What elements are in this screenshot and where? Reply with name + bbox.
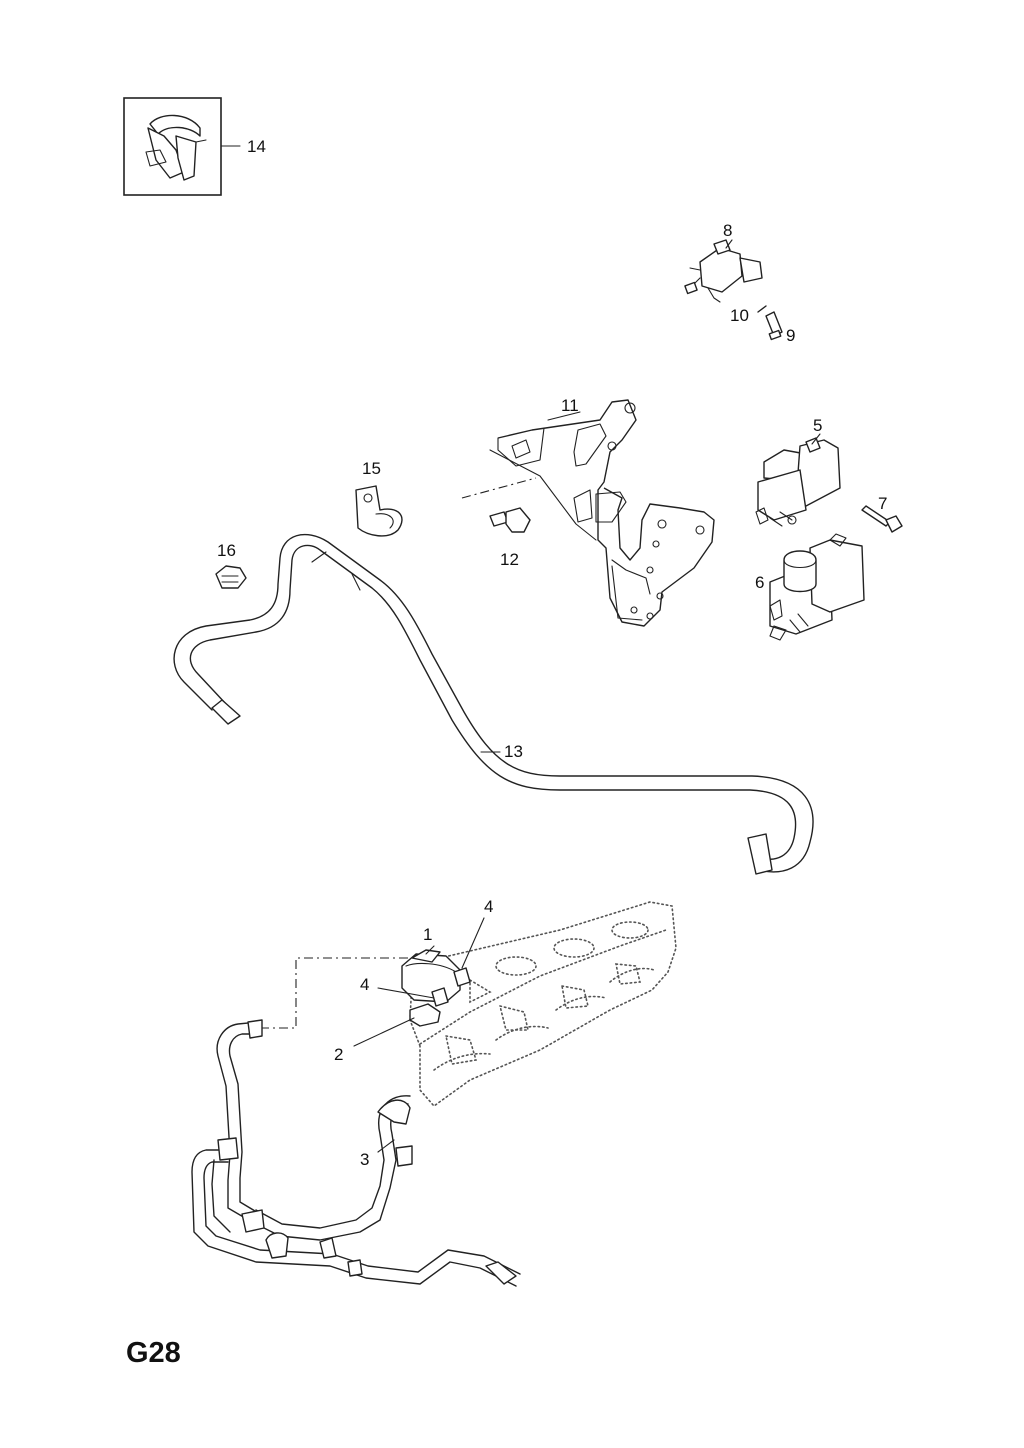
solenoid-valve-6 [769, 533, 865, 641]
screw-7 [861, 505, 903, 533]
callout-2: 2 [334, 1045, 343, 1064]
bolt-12 [489, 507, 531, 533]
solenoid-valve-8 [684, 239, 763, 303]
callout-15: 15 [362, 459, 381, 478]
solenoid-valve-5 [755, 433, 841, 527]
bolt-4-upper [453, 917, 485, 987]
callout-1: 1 [423, 925, 432, 944]
leader-4-upper [461, 917, 485, 969]
callout-11: 11 [561, 396, 579, 415]
nut-16 [215, 565, 247, 589]
callout-12: 12 [500, 550, 519, 569]
callout-4-lower: 4 [360, 975, 369, 994]
callout-13: 13 [504, 742, 523, 761]
clip-14-drawing [145, 114, 207, 181]
callout-6: 6 [755, 573, 764, 592]
washer-10 [757, 305, 767, 313]
assembly-line-12 [461, 477, 537, 499]
leader-11 [547, 411, 581, 421]
p-clip-15 [355, 485, 403, 537]
figure-code: G28 [126, 1337, 181, 1369]
egr-valve-1 [401, 945, 461, 1003]
callout-14: 14 [247, 137, 266, 156]
leader-2 [353, 1017, 415, 1047]
bolt-4-lower [377, 987, 449, 1007]
callout-10: 10 [730, 306, 749, 325]
callout-5: 5 [813, 416, 822, 435]
hose-assembly-3 [191, 1019, 521, 1287]
callout-16: 16 [217, 541, 236, 560]
callout-7: 7 [878, 494, 887, 513]
callout-9: 9 [786, 326, 795, 345]
clip-inset: 14 [123, 97, 266, 196]
leader-3 [377, 1139, 395, 1153]
vacuum-hose-13 [173, 533, 814, 875]
gasket-2 [353, 1003, 441, 1047]
callout-8: 8 [723, 221, 732, 240]
leader-4-lower [377, 987, 435, 999]
screw-9 [765, 311, 783, 341]
leader-5 [811, 433, 821, 445]
leader-8 [725, 239, 733, 249]
assembly-line-1 [262, 957, 408, 1029]
callout-3: 3 [360, 1150, 369, 1169]
callout-4-upper: 4 [484, 897, 493, 916]
intake-manifold [409, 901, 677, 1108]
bracket-11 [489, 399, 715, 627]
leader-1 [425, 945, 435, 955]
